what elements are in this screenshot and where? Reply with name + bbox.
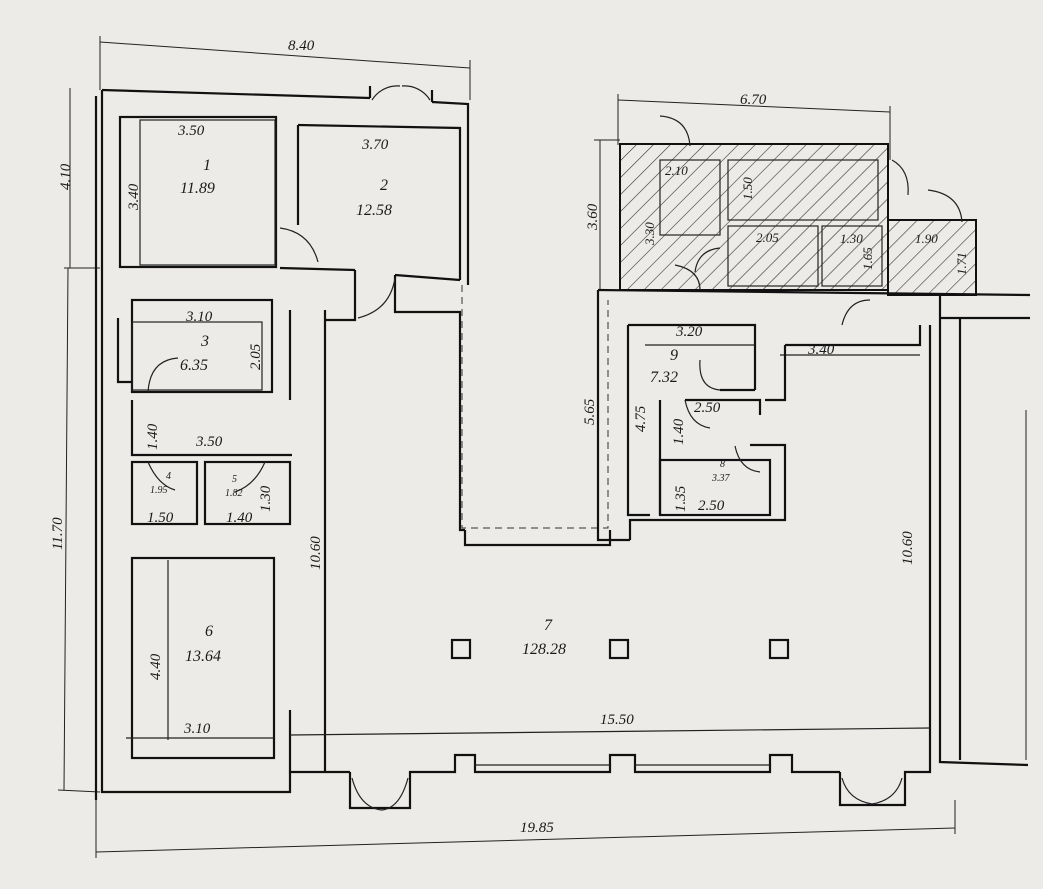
room5-number: 5 — [232, 474, 237, 485]
dim-top-left-width: 8.40 — [288, 38, 315, 54]
room6-number: 6 — [205, 623, 213, 640]
dim-stair-d-width: 1.30 — [840, 231, 863, 246]
dim-hall-right-height: 10.60 — [900, 531, 916, 565]
dim-room4-width: 1.50 — [147, 510, 174, 526]
room3-number: 3 — [200, 333, 209, 350]
room2-number: 2 — [380, 177, 388, 194]
dim-corridor-height: 1.40 — [145, 423, 161, 450]
dim-right-block-height: 3.60 — [585, 203, 601, 231]
dim-bottom-total-width: 19.85 — [520, 820, 554, 836]
dim-room9-inner-height: 1.40 — [671, 418, 687, 445]
dim-right-top-width: 3.40 — [807, 342, 835, 358]
dim-room5-width: 1.40 — [226, 510, 253, 526]
dim-room5-height: 1.30 — [258, 485, 274, 512]
dim-right-block-width: 6.70 — [740, 92, 767, 108]
room7-area: 128.28 — [522, 641, 566, 658]
dim-stair-c-width: 2.05 — [756, 230, 779, 245]
dim-room6-width: 3.10 — [183, 721, 211, 737]
room9-area: 7.32 — [650, 369, 678, 386]
dim-room8-height: 1.35 — [673, 485, 689, 512]
dim-room9-inner-width: 2.50 — [694, 400, 721, 416]
dim-room2-width: 3.70 — [361, 137, 389, 153]
room9-number: 9 — [670, 347, 678, 364]
dim-room3-height: 2.05 — [248, 343, 264, 370]
dim-stair-e-width: 1.90 — [915, 231, 938, 246]
room7-number: 7 — [544, 617, 553, 634]
dim-stair-a-height: 3.30 — [642, 222, 657, 246]
left-building-walls — [94, 86, 470, 800]
dim-right-corridor-height: 5.65 — [582, 398, 598, 425]
room-labels: 1 11.89 2 12.58 3 6.35 4 1.95 5 1.82 6 1… — [150, 157, 731, 665]
hall-walls — [289, 285, 932, 810]
dim-top-left-height: 4.10 — [58, 163, 74, 190]
room2-area: 12.58 — [356, 202, 392, 219]
room8-area: 3.37 — [711, 473, 731, 484]
room4-number: 4 — [166, 471, 171, 482]
right-building — [597, 143, 1031, 767]
room6-area: 13.64 — [185, 648, 221, 665]
dim-room3-width: 3.10 — [185, 309, 213, 325]
room8-number: 8 — [720, 459, 725, 470]
dim-room9-width: 3.20 — [675, 324, 703, 340]
dim-room8-width: 2.50 — [698, 498, 725, 514]
dim-room6-height: 4.40 — [148, 653, 164, 680]
dim-stair-b-height: 1.50 — [740, 177, 755, 200]
dimension-labels: 8.40 4.10 11.70 19.85 6.70 3.60 10.60 10… — [50, 38, 969, 836]
dim-room1-height: 3.40 — [126, 183, 142, 211]
dim-stair-e-height: 1.71 — [954, 252, 969, 275]
dim-hall-left-height: 10.60 — [308, 536, 324, 570]
dimension-lines — [57, 36, 1027, 858]
room1-area: 11.89 — [180, 180, 215, 197]
dim-room1-width: 3.50 — [177, 123, 205, 139]
dim-stair-d-height: 1.65 — [860, 247, 875, 270]
dim-hall-bottom-width: 15.50 — [600, 712, 634, 728]
dim-left-total-height: 11.70 — [50, 517, 66, 550]
dim-corridor-width: 3.50 — [195, 434, 223, 450]
dim-stair-a-width: 2.10 — [665, 163, 688, 178]
room3-area: 6.35 — [180, 357, 208, 374]
room1-number: 1 — [203, 157, 211, 174]
room5-area: 1.82 — [225, 488, 243, 499]
dim-room9-height: 4.75 — [633, 405, 649, 432]
doors — [147, 85, 963, 811]
room4-area: 1.95 — [150, 485, 168, 496]
